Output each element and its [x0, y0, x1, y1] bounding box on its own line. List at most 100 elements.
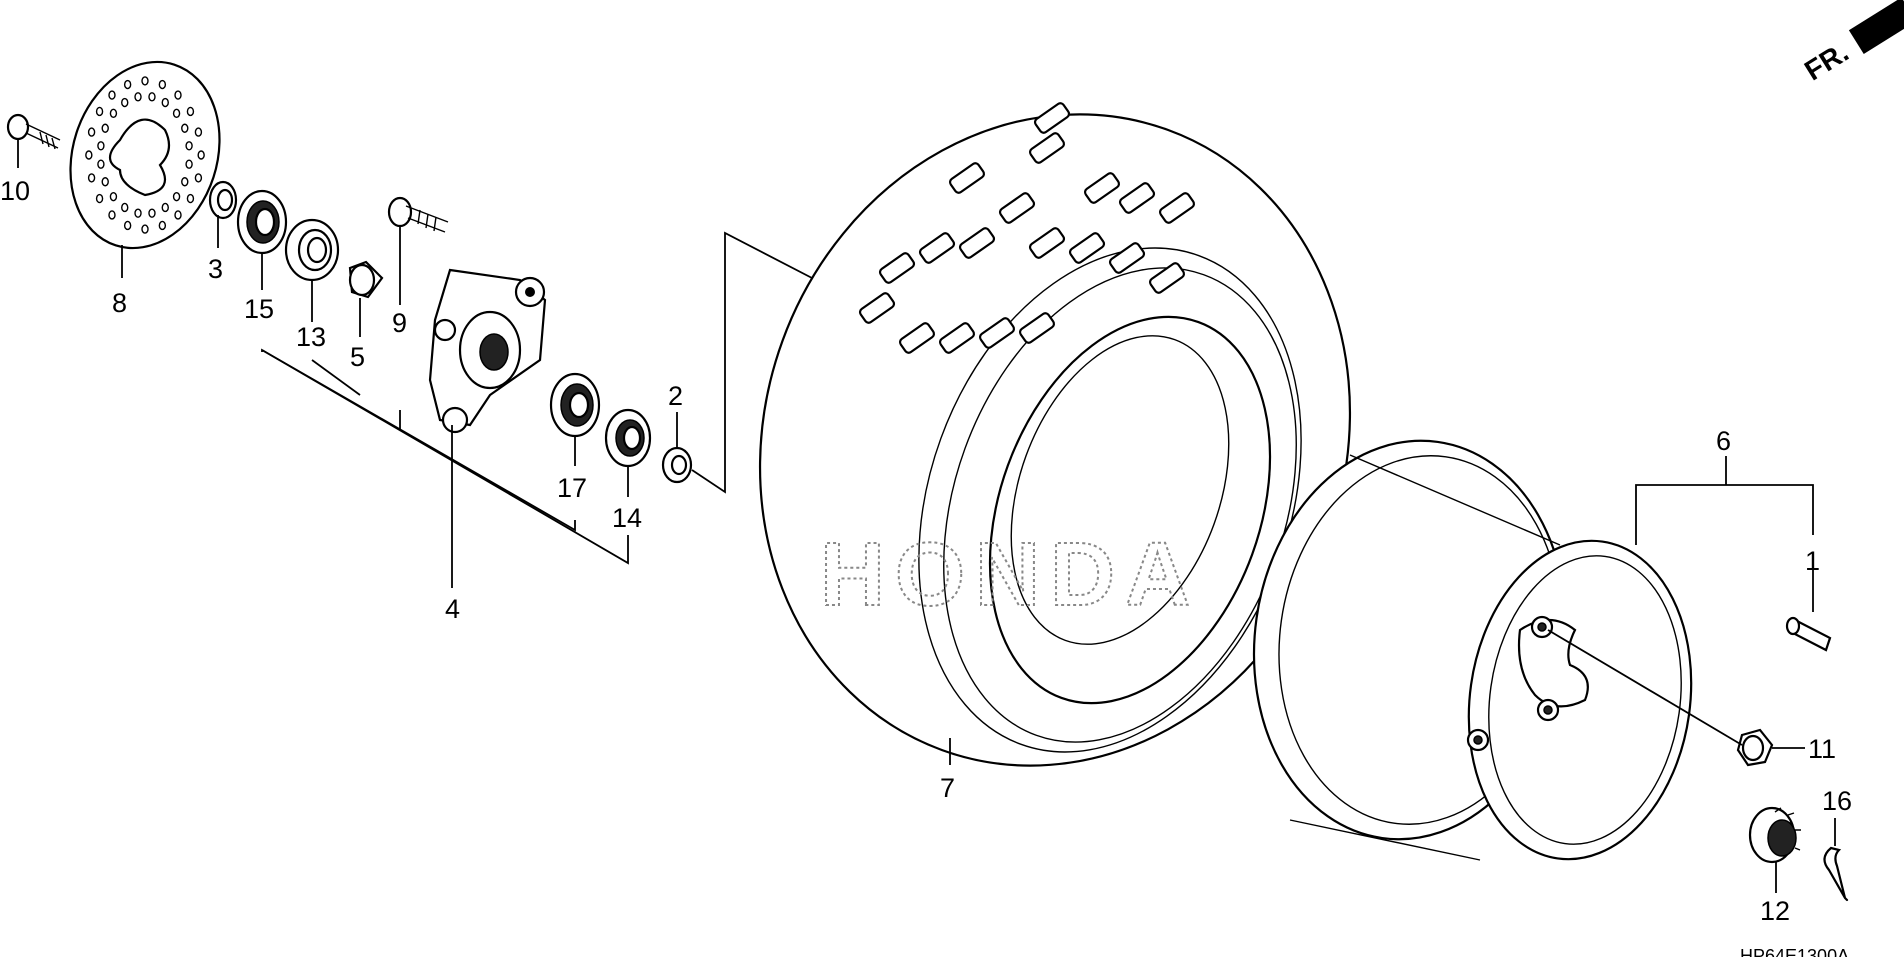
disc-hole — [109, 108, 118, 119]
bearing-13[interactable] — [284, 218, 340, 282]
disc-hole — [121, 202, 129, 213]
disc-hole — [123, 79, 132, 90]
tire-valve[interactable] — [1785, 616, 1832, 652]
disc-hole — [181, 177, 189, 187]
tread-block — [898, 322, 936, 354]
tire[interactable]: HONDA — [670, 31, 1441, 850]
disc-hole — [95, 193, 104, 204]
bearing-17[interactable] — [549, 372, 601, 438]
seal-2[interactable] — [661, 446, 693, 484]
disc-hole — [181, 123, 189, 133]
part-labels: 10 8 3 15 13 5 9 4 17 14 2 7 6 1 11 16 1… — [0, 176, 1852, 926]
label-6: 6 — [1716, 426, 1731, 456]
wheel-rim[interactable] — [1229, 420, 1712, 873]
tread-block — [1018, 312, 1056, 344]
disc-hole — [194, 173, 203, 183]
label-12: 12 — [1760, 896, 1790, 926]
disc-hole — [97, 159, 105, 169]
brake-disc[interactable] — [47, 42, 243, 267]
disc-hole — [141, 76, 149, 86]
tread-block — [1083, 172, 1121, 204]
disc-hole — [123, 220, 132, 231]
seal-3[interactable] — [208, 180, 238, 220]
tread-block — [958, 227, 996, 259]
disc-hole — [186, 106, 195, 117]
direction-label: FR. — [1799, 36, 1854, 86]
disc-hole — [95, 106, 104, 117]
tread-block — [998, 192, 1036, 224]
tread-block — [1158, 192, 1196, 224]
label-5: 5 — [350, 342, 365, 372]
disc-hole — [161, 202, 169, 213]
wheel-hub[interactable] — [428, 268, 547, 434]
disc-hole — [121, 97, 129, 108]
label-15: 15 — [244, 294, 274, 324]
disc-hole — [174, 210, 182, 220]
tread-block — [948, 162, 986, 194]
label-9: 9 — [392, 308, 407, 338]
label-14: 14 — [612, 503, 642, 533]
label-4: 4 — [445, 594, 460, 624]
tread-block — [978, 317, 1016, 349]
tread-block — [918, 232, 956, 264]
drawing-code: HP64E1300A — [1740, 946, 1849, 957]
disc-hole — [194, 127, 203, 137]
disc-hole — [134, 92, 142, 102]
disc-hole — [101, 177, 109, 187]
tread-block — [1118, 182, 1156, 214]
label-1: 1 — [1805, 546, 1820, 576]
disc-hole — [172, 191, 181, 202]
disc-bolt[interactable] — [6, 113, 61, 150]
honda-watermark: HONDA — [820, 525, 1200, 625]
tread-block — [878, 252, 916, 284]
disc-hole — [87, 173, 96, 183]
tread-block — [858, 292, 896, 324]
label-3: 3 — [208, 254, 223, 284]
disc-hole — [141, 224, 149, 234]
label-11: 11 — [1808, 734, 1836, 764]
hub-bolt[interactable] — [387, 196, 449, 233]
disc-hole — [101, 123, 109, 133]
leader-lines — [17, 140, 1836, 893]
castle-nut[interactable] — [1748, 806, 1801, 864]
disc-hole — [97, 141, 105, 151]
tread-block — [1033, 102, 1071, 134]
disc-hole — [172, 108, 181, 119]
label-17: 17 — [557, 473, 587, 503]
tread-block — [938, 322, 976, 354]
disc-hole — [108, 210, 116, 220]
cotter-pin[interactable] — [1823, 846, 1849, 902]
label-2: 2 — [668, 381, 683, 411]
disc-hole — [148, 208, 156, 218]
tread-block — [1028, 132, 1066, 164]
front-direction-marker: FR. — [1799, 0, 1904, 86]
label-13: 13 — [296, 322, 326, 352]
disc-hole — [134, 208, 142, 218]
tread-block — [1068, 232, 1106, 264]
disc-hole — [87, 127, 96, 137]
disc-hole — [158, 79, 167, 90]
tread-block — [1028, 227, 1066, 259]
collar-5[interactable] — [348, 260, 384, 299]
disc-hole — [185, 159, 193, 169]
tread-block — [1148, 262, 1186, 294]
wheel-nut[interactable] — [1736, 728, 1774, 767]
label-10: 10 — [0, 176, 30, 206]
disc-hole — [148, 92, 156, 102]
disc-hole — [161, 97, 169, 108]
bearing-15[interactable] — [236, 189, 288, 255]
disc-hole — [186, 193, 195, 204]
bearing-14[interactable] — [604, 408, 652, 468]
disc-hole — [158, 220, 167, 231]
direction-arrow-icon — [1848, 0, 1904, 55]
disc-hole — [109, 191, 118, 202]
label-16: 16 — [1822, 786, 1852, 816]
disc-hole — [197, 150, 205, 160]
disc-hole — [108, 90, 116, 100]
disc-hole — [85, 150, 93, 160]
tread-block — [1108, 242, 1146, 274]
disc-hole — [185, 141, 193, 151]
disc-hole — [174, 90, 182, 100]
label-8: 8 — [112, 288, 127, 318]
